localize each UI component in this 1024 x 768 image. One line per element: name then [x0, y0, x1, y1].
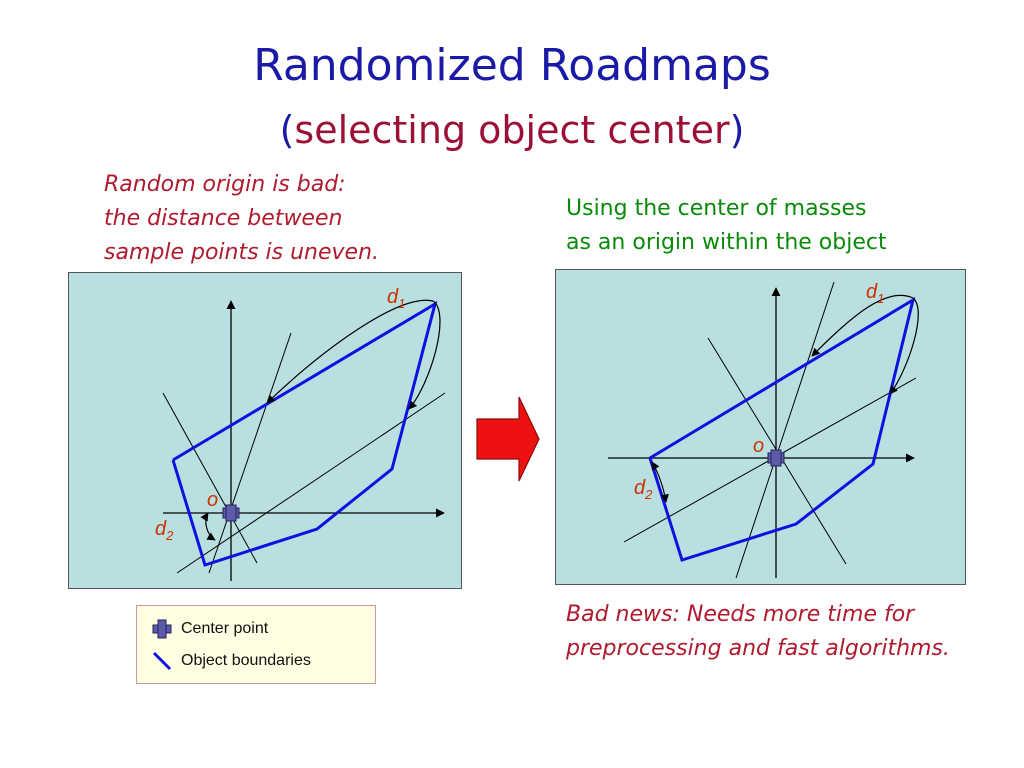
subtitle-open-paren: (	[279, 108, 295, 152]
ray-line	[208, 332, 292, 574]
ray-line	[162, 392, 258, 564]
d1-arc	[889, 297, 919, 395]
center-point-icon	[222, 504, 240, 522]
slide-subtitle: (selecting object center)	[0, 106, 1024, 154]
d1-arc	[266, 299, 434, 404]
subtitle-text: selecting object center	[294, 108, 730, 152]
center-of-mass-note: Using the center of masses as an origin …	[566, 192, 887, 260]
legend-label: Center point	[181, 620, 269, 637]
ray-line	[176, 392, 446, 574]
legend: Center point Object boundaries	[136, 605, 376, 684]
object-boundary-icon	[152, 651, 172, 671]
origin-label: o	[753, 435, 764, 457]
d1-arc	[408, 300, 441, 410]
note-line: the distance between	[104, 206, 343, 231]
origin-label: o	[207, 489, 218, 511]
d1-label: d1	[387, 286, 405, 311]
note-line: Random origin is bad:	[104, 172, 346, 197]
right-arrow-icon	[476, 396, 540, 482]
slide-title: Randomized Roadmaps	[253, 40, 771, 91]
bad-news-note: Bad news: Needs more time for preprocess…	[566, 598, 950, 666]
object-boundary	[648, 296, 916, 562]
center-point-icon	[152, 619, 172, 639]
center-origin-svg: d1 o d2	[608, 281, 919, 579]
note-line: sample points is uneven.	[104, 240, 380, 265]
random-origin-svg: d1 o d2	[155, 286, 446, 581]
note-line: Bad news: Needs more time for	[566, 602, 915, 627]
center-point-icon	[767, 449, 785, 467]
subtitle-close-paren: )	[729, 108, 745, 152]
d2-arc	[200, 512, 216, 541]
d1-arc	[811, 294, 914, 357]
random-origin-diagram: d1 o d2	[68, 272, 462, 589]
d2-arc	[651, 461, 669, 503]
d2-label: d2	[155, 518, 174, 543]
d1-label: d1	[866, 281, 884, 306]
center-origin-diagram: d1 o d2	[555, 269, 966, 585]
note-line: Using the center of masses	[566, 196, 867, 221]
random-origin-note: Random origin is bad: the distance betwe…	[104, 168, 379, 270]
note-line: as an origin within the object	[566, 230, 887, 255]
d2-label: d2	[634, 477, 653, 502]
ray-line	[735, 281, 835, 579]
note-line: preprocessing and fast algorithms.	[566, 636, 950, 661]
legend-label: Object boundaries	[181, 652, 311, 669]
object-boundary	[171, 300, 438, 567]
